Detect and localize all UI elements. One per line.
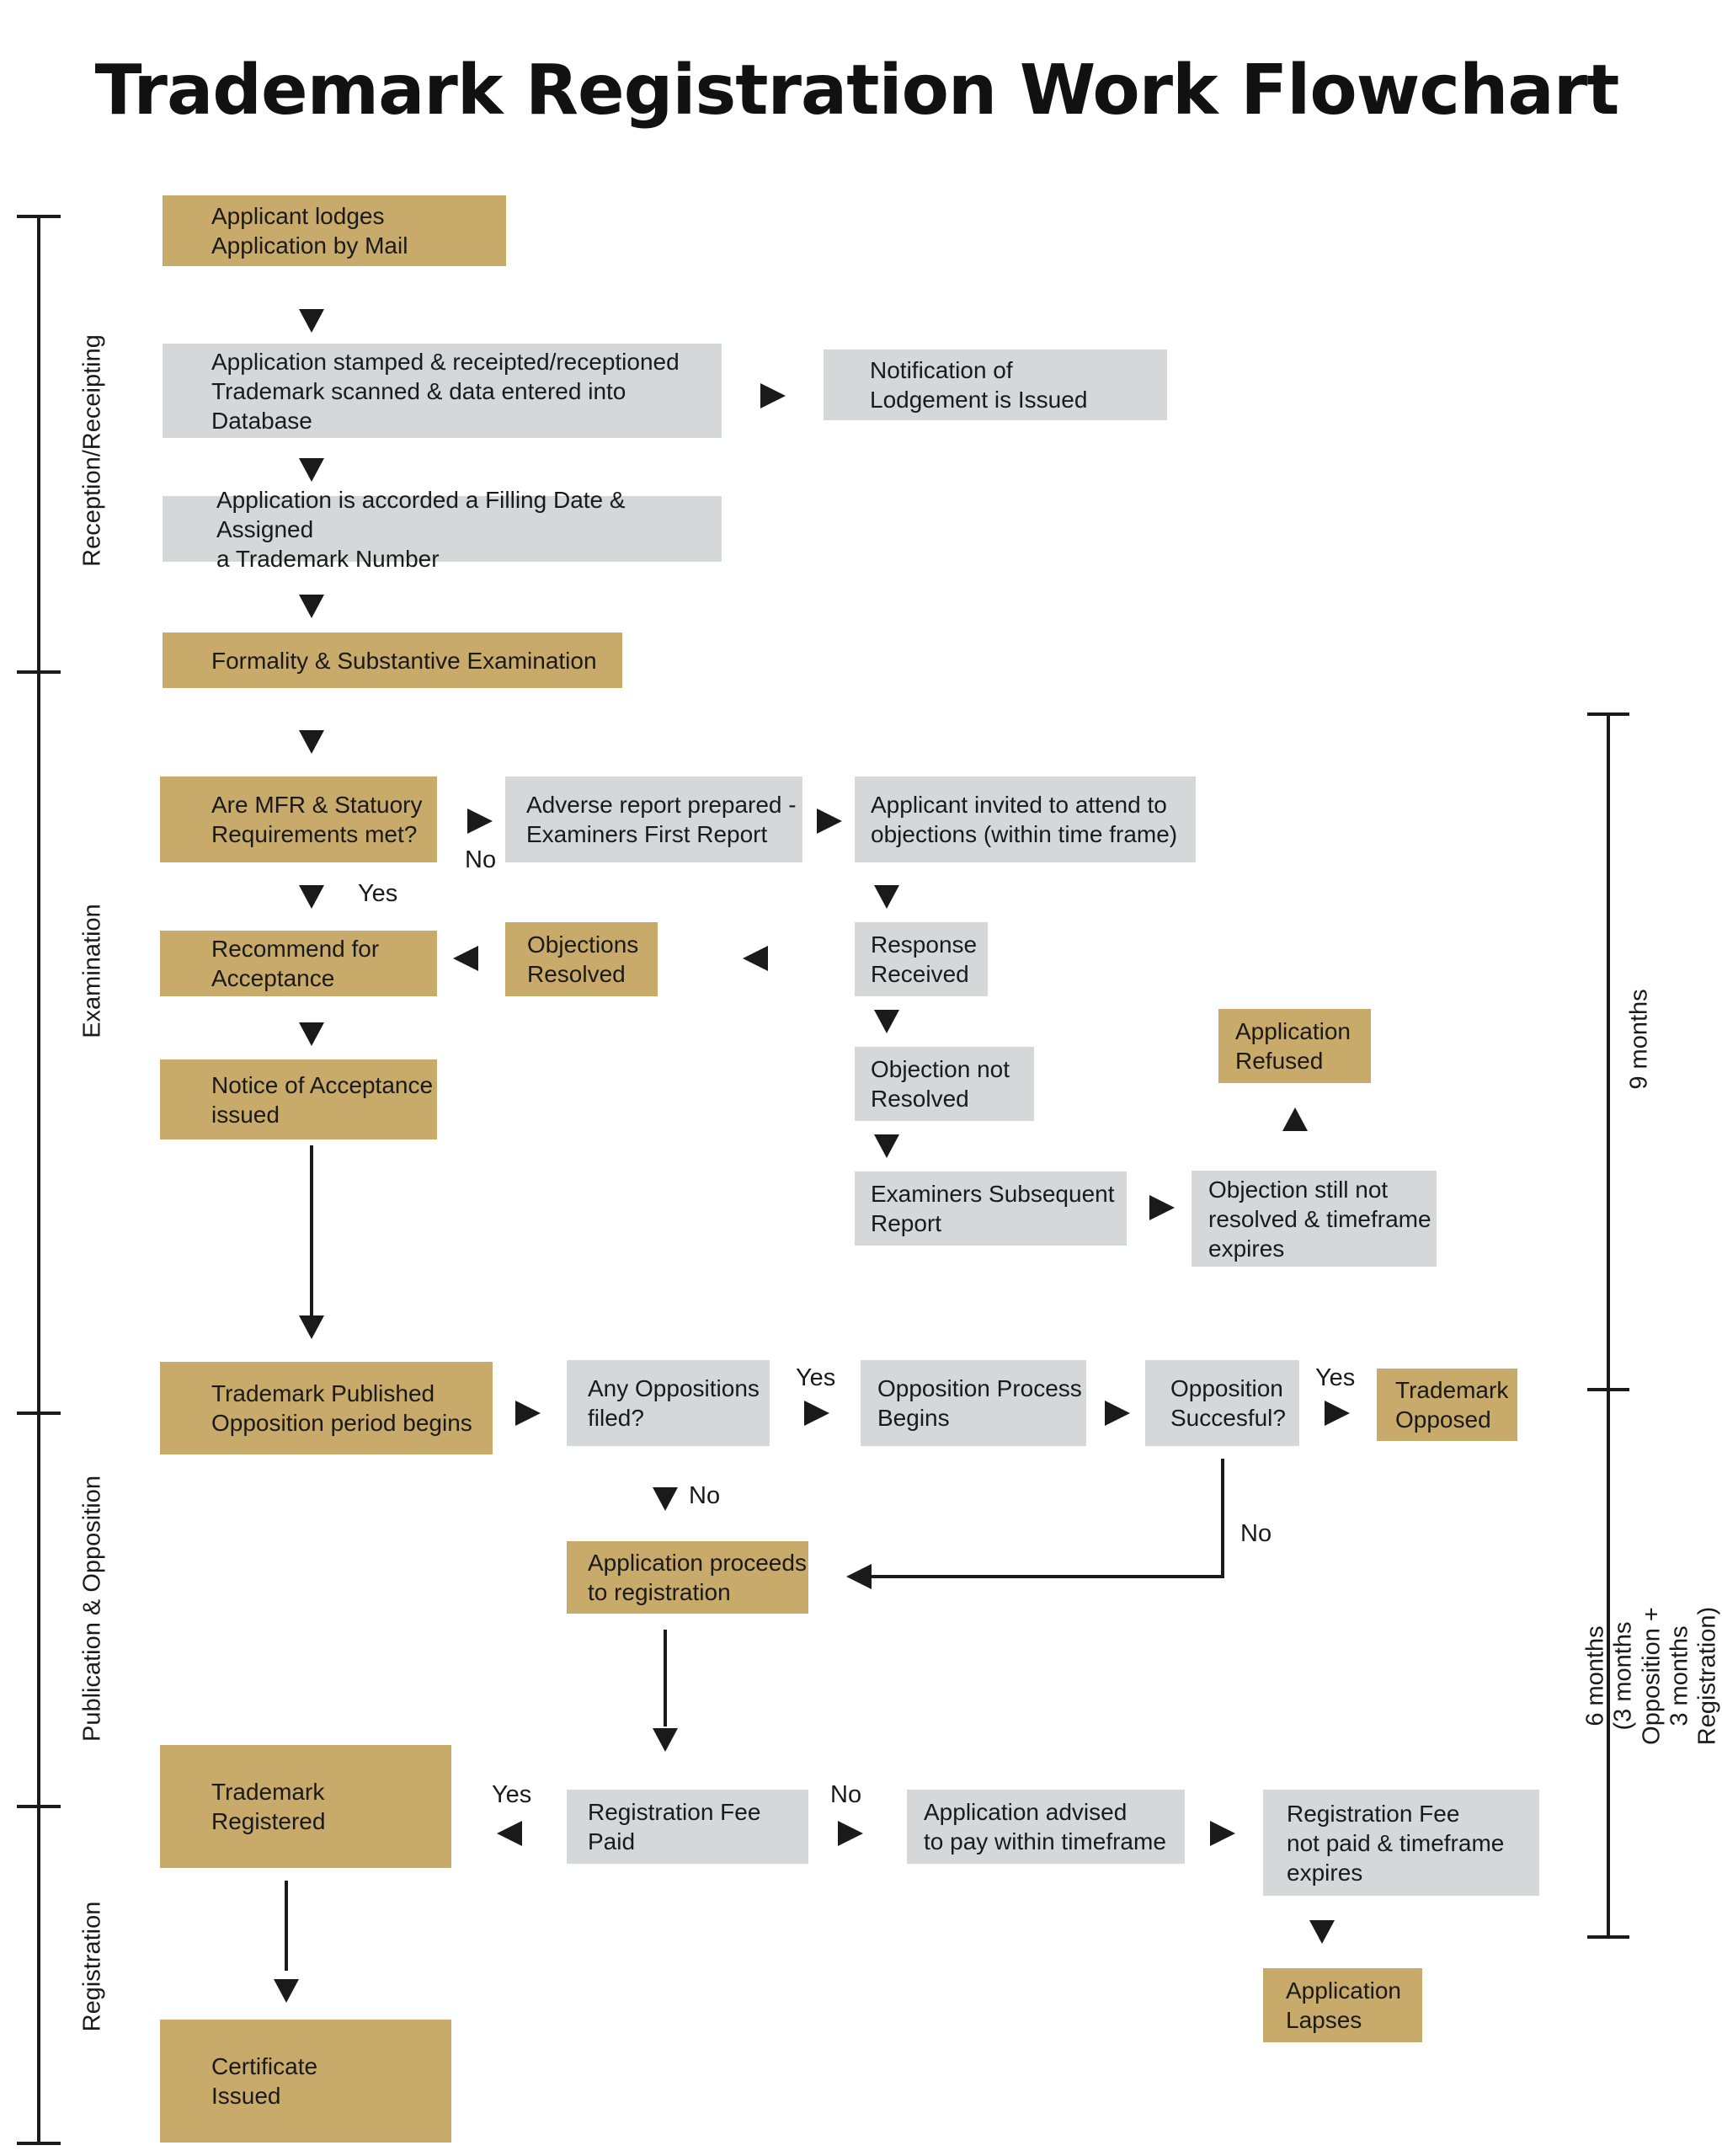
- label-no: No: [830, 1781, 862, 1808]
- arrow-right: [1105, 1401, 1130, 1426]
- label-no: No: [1240, 1520, 1272, 1547]
- arrow-up: [1282, 1107, 1308, 1131]
- duration-six-months: 6 months (3 months Opposition + 3 months…: [1581, 1606, 1722, 1746]
- node-fee-not-paid: Registration Fee not paid & timeframe ex…: [1263, 1790, 1539, 1896]
- node-registration-fee-paid: Registration Fee Paid: [567, 1790, 808, 1864]
- page-title: Trademark Registration Work Flowchart: [94, 51, 1620, 131]
- arrow-down: [274, 1979, 299, 2003]
- arrow-right: [467, 808, 493, 834]
- node-certificate-issued: Certificate Issued: [160, 2020, 451, 2143]
- arrow-down: [874, 1134, 899, 1158]
- arrow-down: [299, 885, 324, 909]
- node-any-oppositions: Any Oppositions filed?: [567, 1360, 770, 1446]
- node-response-received: Response Received: [855, 922, 988, 996]
- arrow-right: [1325, 1401, 1350, 1426]
- phase-label-reception: Reception/Receipting: [78, 334, 106, 567]
- node-stamped: Application stamped & receipted/receptio…: [163, 344, 722, 438]
- arrow-left: [453, 946, 478, 971]
- label-yes: Yes: [358, 880, 398, 907]
- duration-nine-months: 9 months: [1625, 989, 1653, 1090]
- arrow-down: [299, 1315, 324, 1339]
- arrow-right: [817, 808, 842, 834]
- node-objections-resolved: Objections Resolved: [505, 922, 658, 996]
- node-still-not-resolved: Objection still not resolved & timeframe…: [1192, 1171, 1437, 1267]
- phase-label-examination: Examination: [78, 904, 106, 1038]
- node-objection-not-resolved: Objection not Resolved: [855, 1047, 1034, 1121]
- node-mfr-check: Are MFR & Statuory Requirements met?: [160, 776, 437, 862]
- arrow-right: [804, 1401, 829, 1426]
- arrow-right: [515, 1401, 541, 1426]
- node-trademark-published: Trademark Published Opposition period be…: [160, 1362, 493, 1454]
- connector-opposition-no: [872, 1459, 1224, 1578]
- node-lodge: Applicant lodges Application by Mail: [163, 195, 506, 266]
- node-recommend: Recommend for Acceptance: [160, 931, 437, 996]
- arrow-left: [846, 1564, 872, 1589]
- arrow-down: [299, 730, 324, 754]
- arrow-down: [299, 458, 324, 482]
- node-notice-of-acceptance: Notice of Acceptance issued: [160, 1059, 437, 1139]
- node-formality: Formality & Substantive Examination: [163, 632, 622, 688]
- arrow-down: [653, 1487, 678, 1511]
- phase-label-registration: Registration: [78, 1901, 106, 2032]
- arrow-down: [299, 1022, 324, 1046]
- arrow-down: [299, 595, 324, 618]
- arrow-down: [653, 1728, 678, 1752]
- arrow-right: [760, 383, 786, 408]
- phase-label-publication: Publication & Opposition: [78, 1476, 106, 1742]
- arrow-down: [874, 885, 899, 909]
- arrow-down: [874, 1010, 899, 1033]
- label-yes: Yes: [492, 1781, 532, 1808]
- arrow-left: [497, 1821, 522, 1846]
- arrow-down: [299, 309, 324, 333]
- node-opposition-successful: Opposition Succesful?: [1145, 1360, 1299, 1446]
- label-yes: Yes: [796, 1364, 836, 1391]
- label-no: No: [465, 846, 497, 873]
- arrow-right: [838, 1821, 863, 1846]
- node-proceeds-to-registration: Application proceeds to registration: [567, 1541, 808, 1614]
- node-notification: Notification of Lodgement is Issued: [824, 350, 1167, 420]
- label-no: No: [689, 1482, 721, 1509]
- node-application-lapses: Application Lapses: [1263, 1968, 1422, 2042]
- node-applicant-invited: Applicant invited to attend to objection…: [855, 776, 1196, 862]
- node-trademark-opposed: Trademark Opposed: [1377, 1369, 1517, 1441]
- node-application-refused: Application Refused: [1218, 1009, 1371, 1083]
- node-opposition-process: Opposition Process Begins: [861, 1360, 1086, 1446]
- node-advised-to-pay: Application advised to pay within timefr…: [907, 1790, 1185, 1864]
- node-filing-date: Application is accorded a Filling Date &…: [163, 487, 722, 572]
- node-examiners-subsequent: Examiners Subsequent Report: [855, 1171, 1127, 1246]
- arrow-right: [1149, 1195, 1175, 1220]
- arrow-right: [1210, 1821, 1235, 1846]
- node-trademark-registered: Trademark Registered: [160, 1745, 451, 1868]
- label-yes: Yes: [1315, 1364, 1356, 1391]
- arrow-down: [1309, 1920, 1335, 1944]
- arrow-left: [743, 946, 768, 971]
- node-adverse-report: Adverse report prepared - Examiners Firs…: [505, 776, 802, 862]
